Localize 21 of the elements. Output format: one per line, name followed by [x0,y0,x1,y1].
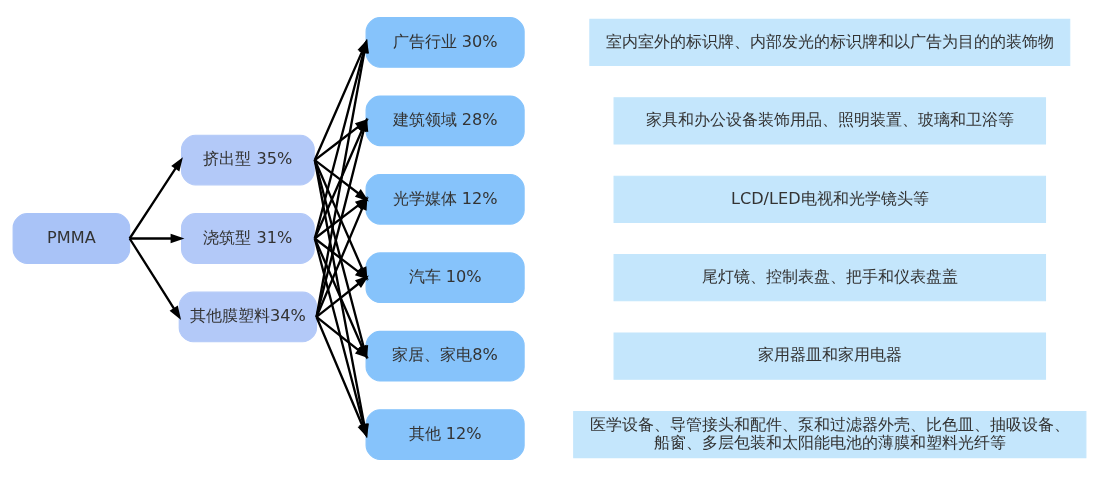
node-box: LCD/LED电视和光学镜头等 [613,175,1047,223]
arrow [128,237,182,320]
arrow [129,233,185,244]
node-box: 室内室外的标识牌、内部发光的标识牌和以广告为目的的装饰物 [589,18,1071,67]
node-box: 尾灯镜、控制表盘、把手和仪表盘盖 [613,254,1047,302]
node-box: 光学媒体 12% [365,173,525,225]
node-box: PMMA [12,213,131,264]
arrow [128,157,183,240]
node-box: 挤出型 35% [180,134,315,186]
node-box: 其他 12% [365,409,525,460]
node-box: 其他膜塑料34% [178,291,318,343]
node-box: 汽车 10% [365,252,525,304]
node-box: 广告行业 30% [365,17,525,68]
arrow [314,159,369,202]
node-box: 家用器皿和家用电器 [613,332,1047,380]
node-box: 医学设备、导管接头和配件、泵和过滤器外壳、比色皿、抽吸设备、船窗、多层包装和太阳能电池的薄膜和塑料光纤等 [573,410,1087,459]
arrow [315,275,369,318]
node-box: 建筑领域 28% [365,95,525,147]
node-box: 家居、家电8% [365,330,525,382]
node-box: 家具和办公设备装饰用品、照明装置、玻璃和卫浴等 [613,97,1047,145]
node-box: 浇筑型 31% [180,213,315,264]
